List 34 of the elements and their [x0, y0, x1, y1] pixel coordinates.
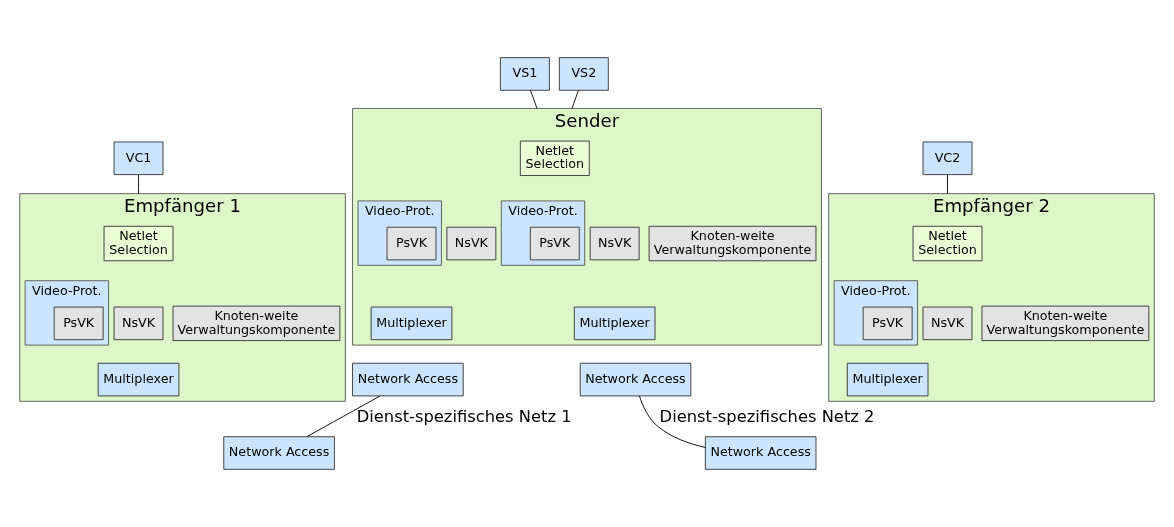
node-box: VC1 [113, 141, 164, 176]
node-box: PsVK [529, 226, 580, 261]
node-box: Netlet Selection [519, 140, 590, 176]
connector [638, 395, 706, 448]
edge-label: Dienst-spezifisches Netz 2 [659, 406, 875, 426]
node-box: VS1 [499, 57, 550, 91]
edge-label: Dienst-spezifisches Netz 1 [356, 406, 572, 426]
node-box: NsVK [922, 306, 973, 341]
node-box: Knoten-weite Verwaltungskomponente [648, 225, 817, 262]
node-box: NsVK [589, 226, 640, 261]
node-box: Multiplexer [846, 362, 929, 397]
connector [306, 395, 381, 438]
node-box: Network Access [579, 362, 692, 397]
node-box: Knoten-weite Verwaltungskomponente [172, 305, 341, 342]
node-box: Knoten-weite Verwaltungskomponente [981, 305, 1150, 342]
node-box: NsVK [113, 306, 164, 341]
node-box: PsVK [53, 306, 104, 341]
node-box: VS2 [558, 57, 609, 91]
node-box: VC2 [922, 141, 973, 176]
connector [530, 89, 538, 109]
node-box: PsVK [862, 306, 913, 341]
node-box: Multiplexer [573, 306, 656, 341]
node-box: Network Access [704, 436, 817, 470]
node-box: Netlet Selection [103, 225, 174, 262]
connector [138, 174, 139, 195]
node-box: Netlet Selection [912, 225, 983, 262]
node-box: PsVK [386, 226, 437, 261]
node-box: Multiplexer [370, 306, 453, 341]
connector [947, 174, 948, 195]
node-box: Network Access [223, 436, 335, 470]
node-box: Network Access [352, 362, 464, 397]
node-box: NsVK [446, 226, 497, 261]
connector [571, 89, 579, 109]
node-box: Multiplexer [97, 362, 180, 397]
